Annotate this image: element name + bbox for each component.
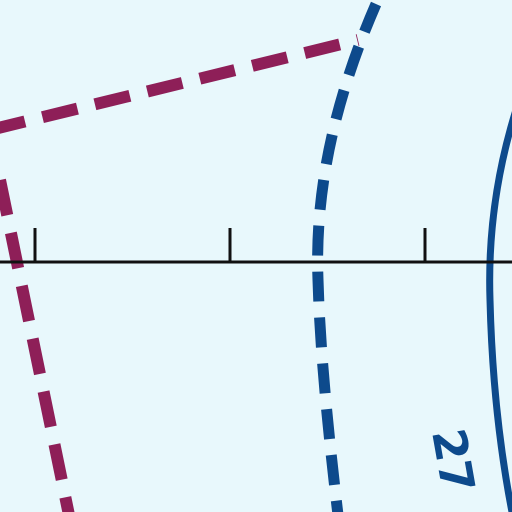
class-boundary-dashed-arc xyxy=(312,1,382,512)
class-boundary-solid-arc xyxy=(486,111,512,512)
scale-bar xyxy=(0,228,512,264)
airspace-boundary-line-upper xyxy=(0,34,360,134)
altitude-label: 27 xyxy=(421,425,485,497)
airspace-boundary-line-left xyxy=(0,178,75,512)
